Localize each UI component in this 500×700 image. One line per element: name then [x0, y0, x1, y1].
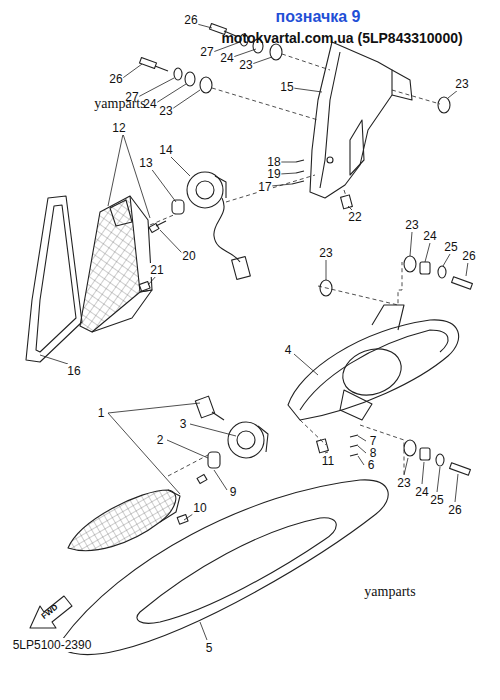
callout-number: 26 [461, 249, 476, 263]
callout-number: 24 [422, 229, 437, 243]
callout-number: 5 [205, 641, 214, 655]
direction-mark: FWD [39, 602, 61, 622]
watermark: motokvartal.com.ua (5LP843310000) [220, 30, 463, 46]
callout-number: 14 [158, 143, 173, 157]
callout-number: 9 [229, 485, 238, 499]
callout-number: 23 [158, 104, 173, 118]
callout-number: 6 [367, 458, 376, 472]
callout-number: 20 [181, 249, 196, 263]
callout-number: 2 [156, 433, 165, 447]
callout-number: 23 [454, 77, 469, 91]
callout-number: 23 [238, 58, 253, 72]
callout-number: 26 [108, 72, 123, 86]
callout-number: 25 [429, 493, 444, 507]
callout-number: 21 [149, 263, 164, 277]
fwd-arrow [30, 596, 72, 628]
watermark: yamparts [93, 96, 146, 112]
lower-housing [288, 305, 459, 420]
callout-number: 11 [321, 454, 335, 468]
watermark: yamparts [363, 584, 416, 600]
callout-number: 24 [219, 51, 234, 65]
drawing-number: 5LP5100-2390 [12, 638, 93, 652]
page-title: позначка 9 [275, 8, 362, 26]
callout-number: 26 [447, 503, 462, 517]
bracket [292, 42, 412, 209]
callout-number: 12 [111, 121, 126, 135]
callout-number: 17 [257, 180, 272, 194]
callout-number: 23 [396, 476, 411, 490]
bolt-set [317, 256, 473, 475]
upper-lamp [80, 196, 166, 332]
callout-number: 19 [266, 167, 281, 181]
bulb-socket [172, 172, 250, 279]
lens-frame [26, 196, 82, 362]
callout-number: 22 [347, 210, 362, 224]
callout-number: 1 [97, 406, 106, 420]
callout-number: 15 [279, 80, 294, 94]
callout-number: 27 [199, 45, 214, 59]
callout-number: 13 [138, 156, 153, 170]
callout-number: 4 [284, 343, 293, 357]
cover [61, 480, 388, 655]
callout-number: 10 [192, 501, 207, 515]
lower-lamp [68, 396, 268, 550]
callout-number: 3 [179, 417, 188, 431]
callout-number: 23 [318, 246, 333, 260]
leader-lines [40, 24, 468, 640]
callout-number: 16 [66, 364, 81, 378]
callout-number: 23 [404, 218, 419, 232]
callout-number: 24 [414, 485, 429, 499]
callout-number: 25 [443, 240, 458, 254]
callout-number: 26 [183, 13, 198, 27]
